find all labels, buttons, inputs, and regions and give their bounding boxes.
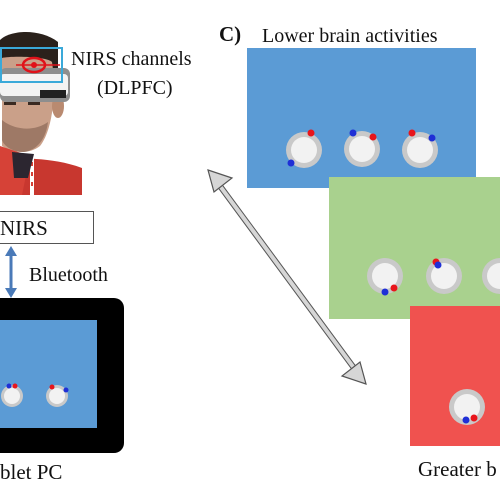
medium-panel-stimuli — [367, 258, 500, 296]
nirs-box-label: NIRS — [0, 216, 48, 240]
person-photo — [0, 28, 82, 195]
greater-panel-stimuli — [449, 389, 485, 425]
double-arrow-icon — [207, 169, 367, 385]
lower-panel-stimuli — [286, 129, 438, 168]
greater-brain-label: Greater b — [418, 457, 497, 481]
tablet-stimuli — [1, 383, 69, 407]
nirs-channels-line1: NIRS channels — [71, 48, 192, 70]
bluetooth-arrow-icon — [5, 246, 17, 298]
panel-label: C) — [219, 22, 242, 46]
bluetooth-label: Bluetooth — [29, 264, 108, 286]
nirs-channel-box — [0, 47, 63, 83]
lower-brain-label: Lower brain activities — [262, 25, 438, 47]
medium-activity-panel — [329, 177, 500, 319]
nirs-device-box — [0, 211, 94, 244]
nirs-channels-line2: (DLPFC) — [97, 77, 173, 99]
tablet-screen — [0, 320, 97, 428]
greater-activity-panel — [410, 306, 500, 446]
tablet-label: blet PC — [0, 460, 63, 484]
